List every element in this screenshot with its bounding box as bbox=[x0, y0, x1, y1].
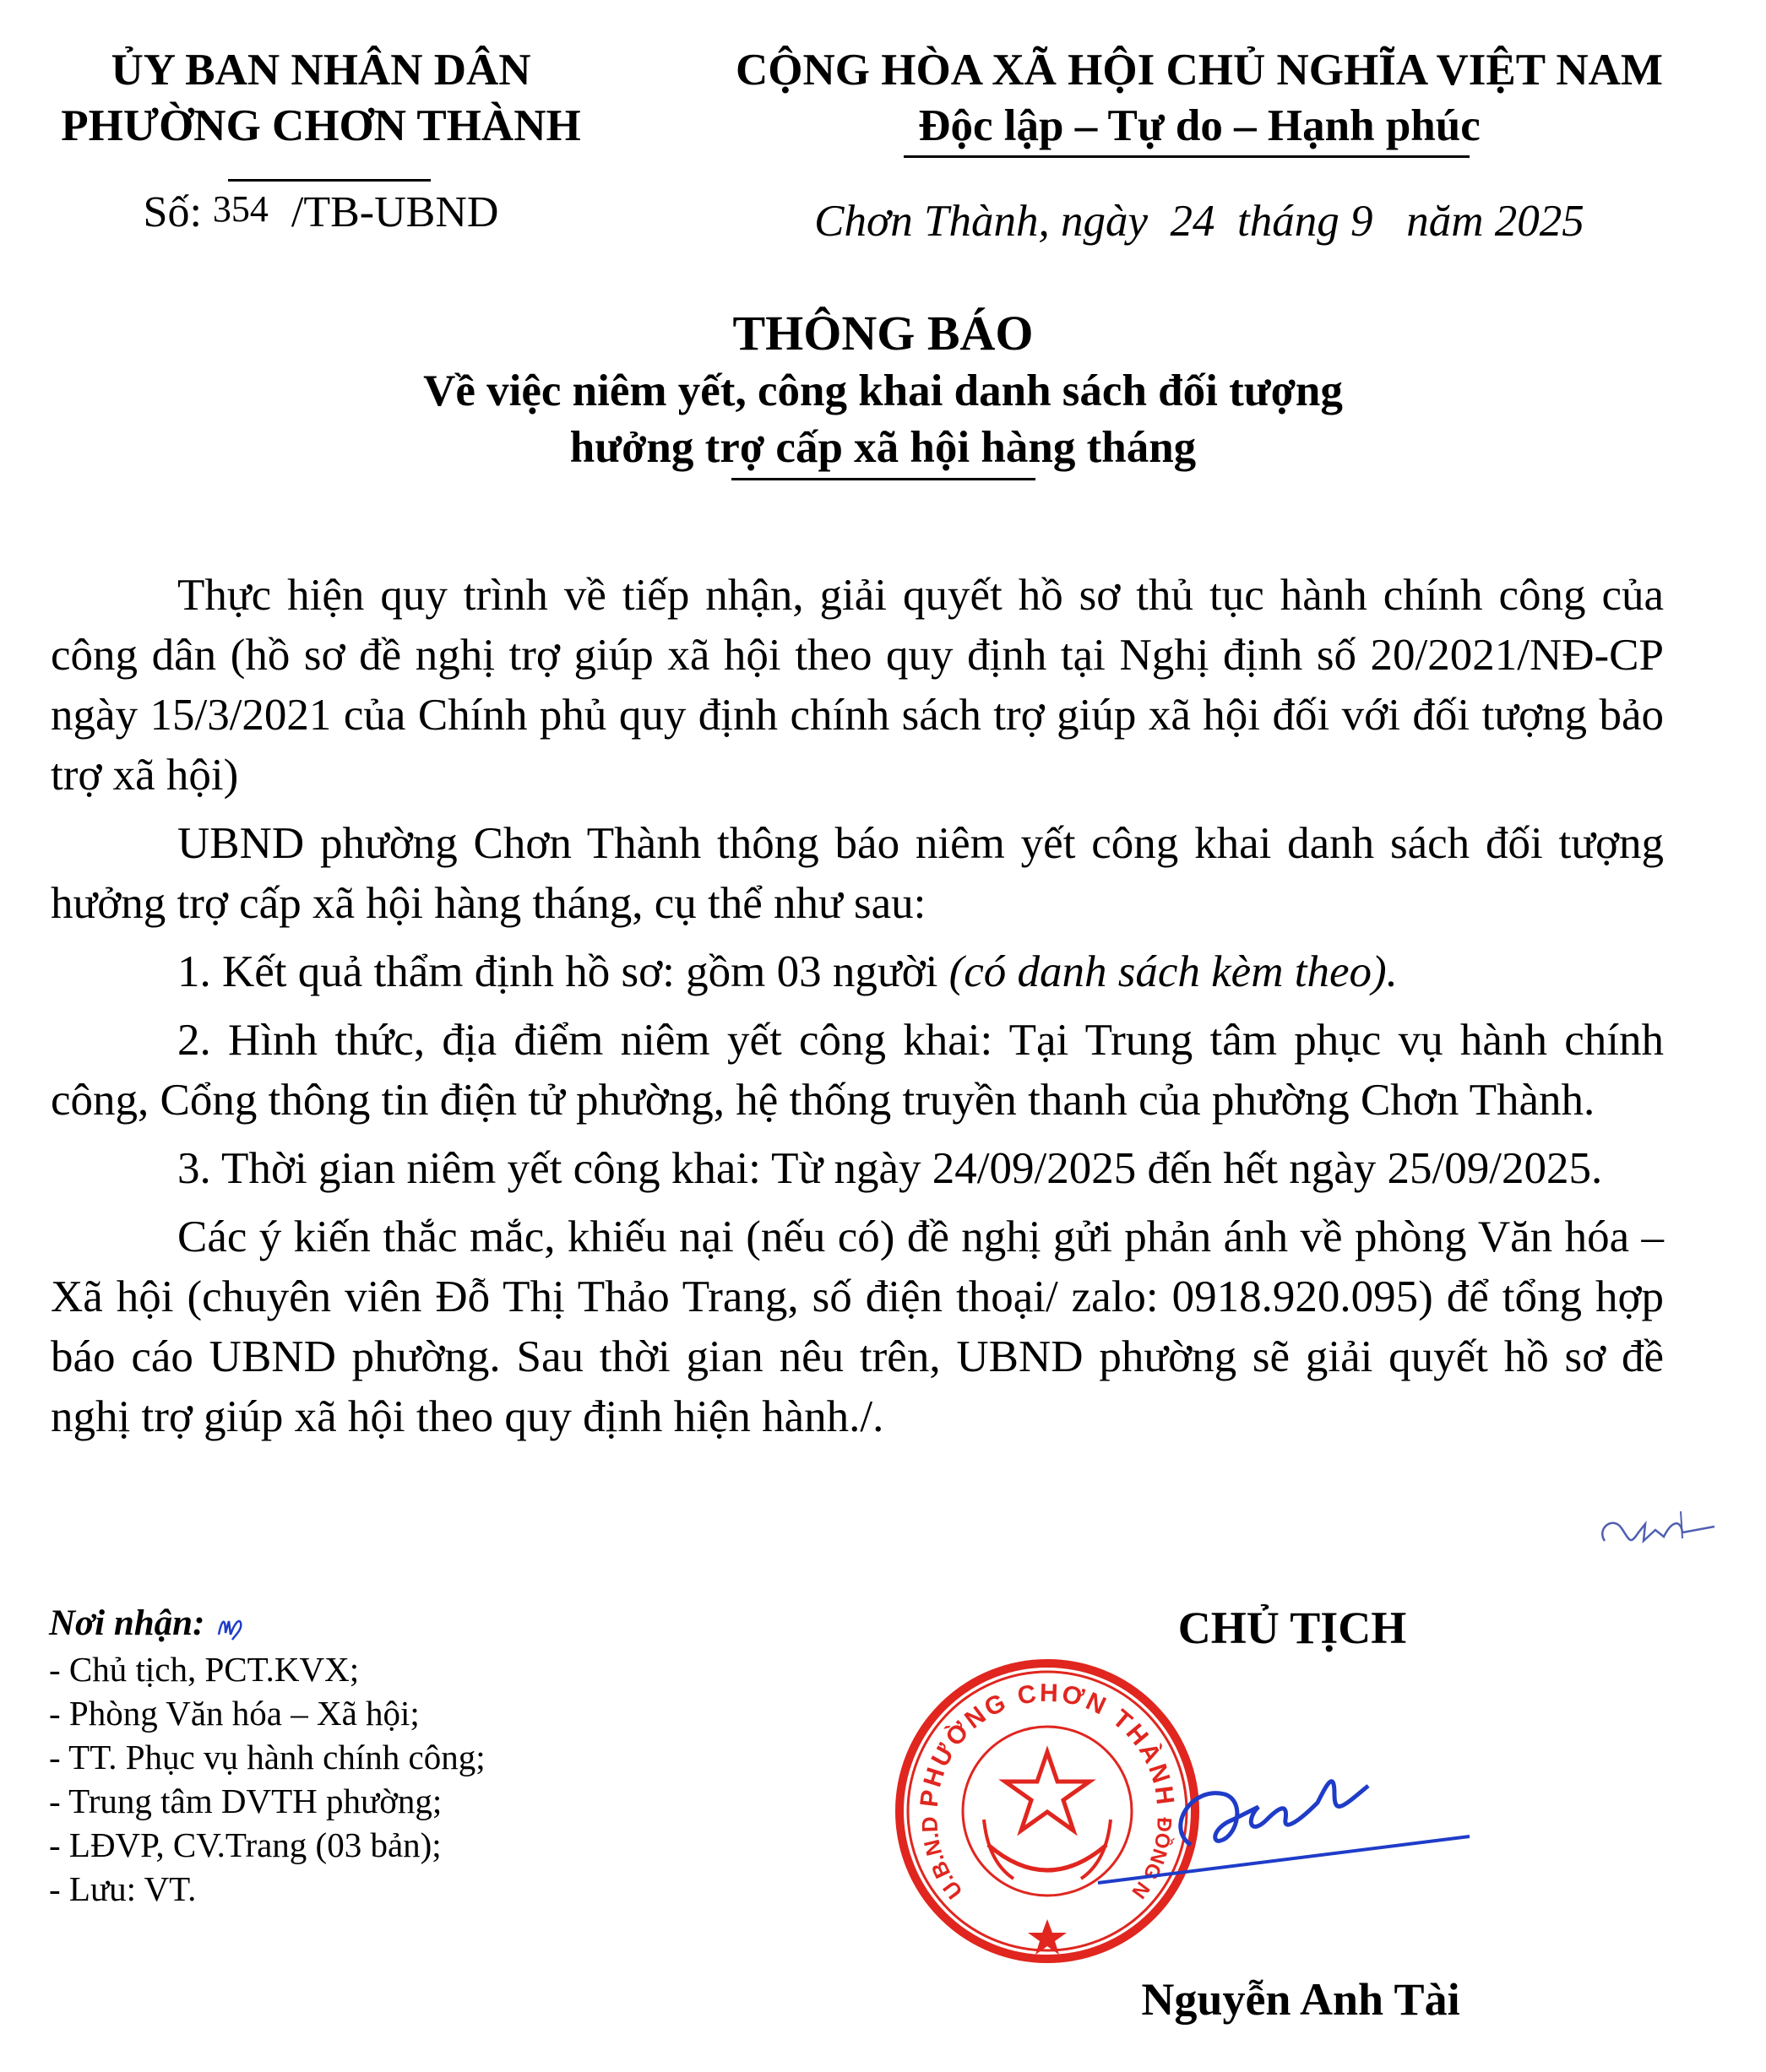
number-prefix: Số: bbox=[143, 188, 202, 236]
recipient-item: - Phòng Văn hóa – Xã hội; bbox=[49, 1694, 420, 1733]
issuer-divider bbox=[228, 179, 431, 182]
issuer-line-2: PHƯỜNG CHƠN THÀNH bbox=[61, 101, 581, 150]
paragraph-4: 2. Hình thức, địa điểm niêm yết công kha… bbox=[51, 1016, 1664, 1125]
document-number: Số: 354 /TB-UBND bbox=[34, 187, 608, 240]
issuer-line-1: ỦY BAN NHÂN DÂN bbox=[111, 46, 531, 95]
issuer-block: ỦY BAN NHÂN DÂN PHƯỜNG CHƠN THÀNH Số: 35… bbox=[34, 42, 608, 240]
recipient-item: - Chủ tịch, PCT.KVX; bbox=[49, 1650, 360, 1689]
paragraph-1: Thực hiện quy trình về tiếp nhận, giải q… bbox=[51, 571, 1664, 800]
recipient-item: - Trung tâm DVTH phường; bbox=[49, 1782, 443, 1820]
recipients-heading: Nơi nhận: bbox=[49, 1600, 809, 1647]
recipient-item: - TT. Phục vụ hành chính công; bbox=[49, 1738, 486, 1776]
recipient-item: - Lưu: VT. bbox=[49, 1869, 197, 1908]
notice-title-block: THÔNG BÁO Về việc niêm yết, công khai da… bbox=[0, 304, 1766, 480]
initials-icon bbox=[217, 1619, 242, 1641]
paragraph-3: 1. Kết quả thẩm định hồ sơ: gồm 03 người… bbox=[51, 942, 1664, 1002]
signer-name: Nguyễn Anh Tài bbox=[1141, 1974, 1460, 2025]
signer-role: CHỦ TỊCH bbox=[1177, 1603, 1407, 1653]
motto-underline bbox=[904, 155, 1470, 158]
national-motto: Độc lập – Tự do – Hạnh phúc bbox=[918, 101, 1481, 150]
notice-body: Thực hiện quy trình về tiếp nhận, giải q… bbox=[51, 566, 1664, 1456]
notice-title: THÔNG BÁO bbox=[732, 306, 1034, 361]
paragraph-3-italic: (có danh sách kèm theo). bbox=[948, 947, 1398, 996]
handwritten-signature-icon bbox=[1097, 1779, 1470, 1885]
number-suffix: /TB-UBND bbox=[291, 188, 499, 236]
paragraph-2: UBND phường Chơn Thành thông báo niêm yế… bbox=[51, 819, 1664, 928]
national-header: CỘNG HÒA XÃ HỘI CHỦ NGHĨA VIỆT NAM Độc l… bbox=[650, 42, 1748, 247]
title-underline bbox=[731, 478, 1035, 480]
paragraph-5: 3. Thời gian niêm yết công khai: Từ ngày… bbox=[177, 1144, 1603, 1193]
issue-date: Chơn Thành, ngày 24 tháng 9 năm 2025 bbox=[814, 197, 1584, 246]
initial-signature-icon bbox=[1601, 1511, 1715, 1544]
signature-block: CHỦ TỊCH PHƯỜNG CHƠN THÀNH U.B.N.D T. ĐỒ… bbox=[887, 1600, 1714, 2039]
national-title: CỘNG HÒA XÃ HỘI CHỦ NGHĨA VIỆT NAM bbox=[736, 46, 1663, 95]
paragraph-3-text: 1. Kết quả thẩm định hồ sơ: gồm 03 người bbox=[177, 947, 949, 996]
number-value: 354 bbox=[212, 188, 269, 230]
notice-subtitle-2: hưởng trợ cấp xã hội hàng tháng bbox=[569, 423, 1197, 472]
official-seal-icon: PHƯỜNG CHƠN THÀNH U.B.N.D T. ĐỒNG NAI bbox=[887, 1651, 1199, 1963]
paragraph-6: Các ý kiến thắc mắc, khiếu nại (nếu có) … bbox=[51, 1212, 1664, 1441]
recipients-heading-text: Nơi nhận: bbox=[49, 1603, 205, 1643]
recipient-item: - LĐVP, CV.Trang (03 bản); bbox=[49, 1825, 442, 1864]
recipients-block: Nơi nhận: - Chủ tịch, PCT.KVX; - Phòng V… bbox=[49, 1600, 809, 1911]
notice-subtitle-1: Về việc niêm yết, công khai danh sách đố… bbox=[423, 366, 1343, 415]
